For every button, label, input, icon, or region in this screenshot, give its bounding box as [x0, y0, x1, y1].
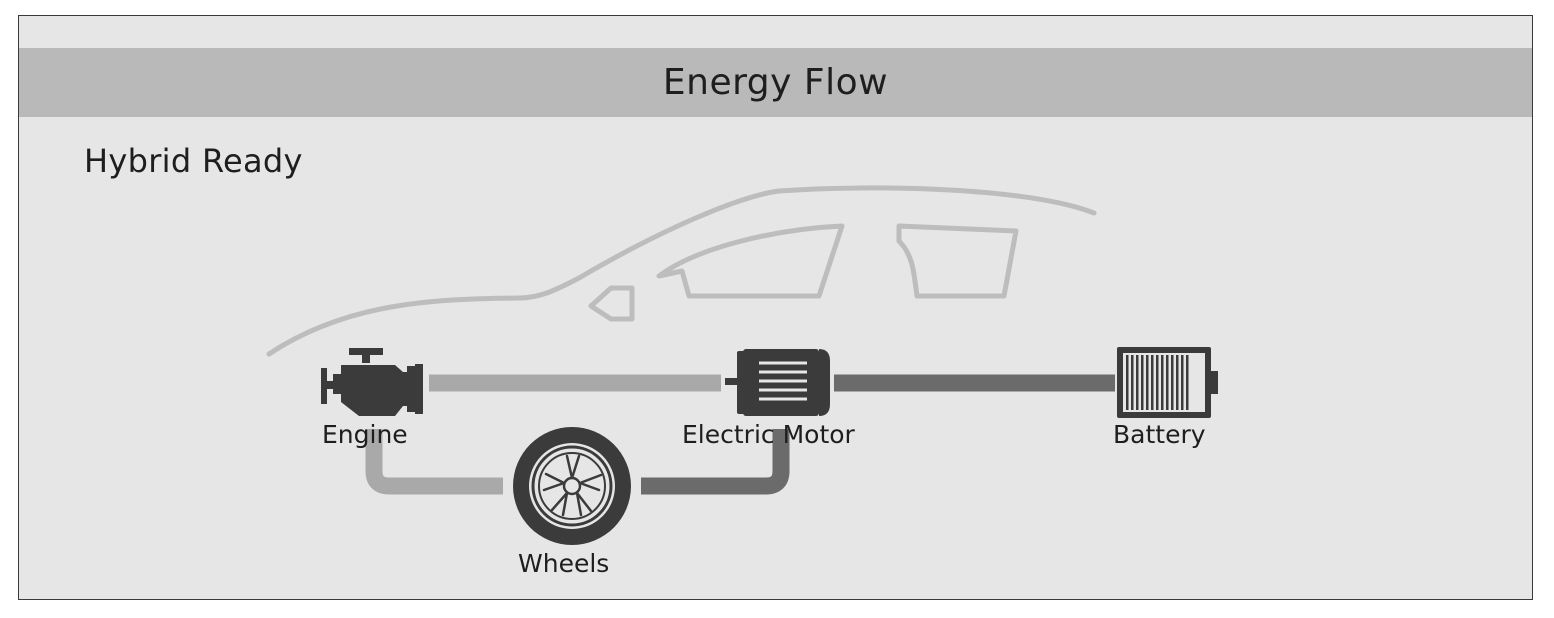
page-title: Energy Flow [662, 62, 889, 103]
battery-label: Battery [1113, 420, 1206, 449]
battery-icon [1117, 347, 1218, 418]
wheel-icon [513, 427, 631, 545]
engine-icon [321, 348, 423, 416]
energy-flow-panel: Energy Flow Hybrid Ready [18, 15, 1533, 600]
energy-flow-diagram [266, 185, 1218, 545]
electric-motor-icon [725, 349, 830, 416]
engine-label: Engine [322, 420, 408, 449]
wheels-label: Wheels [518, 549, 610, 578]
car-outline-icon [266, 185, 1097, 357]
flow-motor-wheels [641, 429, 790, 495]
electric-motor-label: Electric Motor [682, 420, 855, 449]
header-bar: Energy Flow [19, 48, 1532, 117]
flow-engine-wheels [365, 429, 503, 495]
drive-mode-label: Hybrid Ready [84, 142, 303, 180]
flow-lines [365, 374, 1115, 495]
